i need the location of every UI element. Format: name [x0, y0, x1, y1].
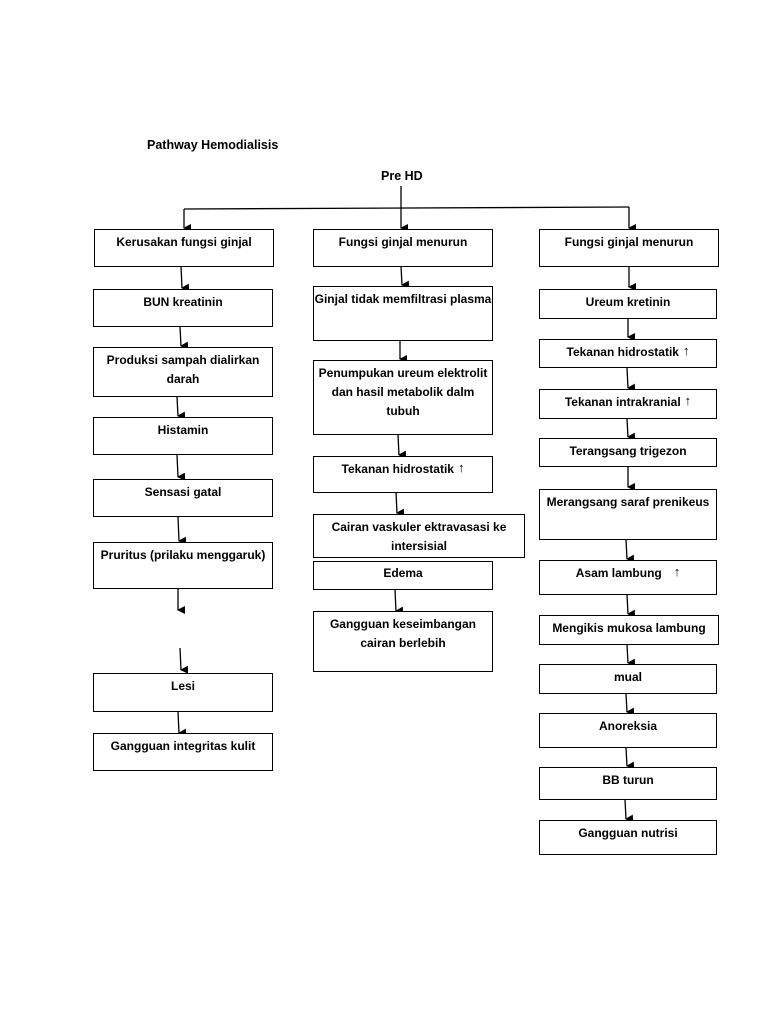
node-left-1: Kerusakan fungsi ginjal: [94, 229, 274, 267]
node-middle-1: Fungsi ginjal menurun: [313, 229, 493, 267]
arrow-left-6b: [179, 647, 189, 674]
arrow-left-1: [180, 265, 190, 292]
arrow-left-2: [179, 326, 189, 350]
node-right-3: Tekanan hidrostatik↑: [539, 339, 717, 368]
up-arrow-icon: ↑: [673, 564, 681, 579]
arrow-middle-6: [394, 589, 404, 615]
node-right-6: Merangsang saraf prenikeus: [539, 489, 717, 540]
arrow-right-9: [625, 693, 635, 716]
arrow-left-7: [177, 711, 187, 737]
up-arrow-icon: ↑: [682, 343, 690, 358]
arrow-middle-1: [400, 265, 410, 289]
arrow-middle-3: [397, 434, 407, 459]
node-middle-2: Ginjal tidak memfiltrasi plasma: [313, 286, 493, 341]
arrow-right-11: [624, 799, 634, 823]
arrow-left-5: [177, 516, 187, 545]
arrow-right-6: [625, 539, 635, 563]
node-middle-5: Cairan vaskuler ektravasasi ke intersisi…: [313, 514, 525, 558]
node-right-11: BB turun: [539, 767, 717, 800]
node-right-9: mual: [539, 664, 717, 694]
node-middle-3: Penumpukan ureum elektrolit dan hasil me…: [313, 360, 493, 435]
root-node-pre-hd: Pre HD: [381, 169, 423, 183]
node-right-5: Terangsang trigezon: [539, 438, 717, 467]
node-left-5: Sensasi gatal: [93, 479, 273, 517]
arrow-middle-4: [395, 491, 405, 517]
node-right-1: Fungsi ginjal menurun: [539, 229, 719, 267]
arrow-right-4: [626, 418, 636, 441]
node-right-4: Tekanan intrakranial↑: [539, 389, 717, 419]
node-left-4: Histamin: [93, 417, 273, 455]
arrow-left-4: [176, 454, 186, 481]
arrow-right-10: [625, 747, 635, 770]
node-left-7: Lesi: [93, 673, 273, 712]
node-right-7: Asam lambung↑: [539, 560, 717, 595]
diagram-title: Pathway Hemodialisis: [147, 138, 279, 152]
node-left-8: Gangguan integritas kulit: [93, 733, 273, 771]
up-arrow-icon: ↑: [684, 393, 692, 408]
node-middle-6: Edema: [313, 561, 493, 590]
arrow-right-8: [626, 644, 636, 667]
arrow-left-3: [176, 396, 186, 420]
root-horizontal-line: [183, 206, 630, 210]
node-left-3: Produksi sampah dialirkan darah: [93, 347, 273, 397]
node-middle-4: Tekanan hidrostatik↑: [313, 456, 493, 493]
arrow-right-3: [626, 367, 636, 392]
node-right-12: Gangguan nutrisi: [539, 820, 717, 855]
node-left-6: Pruritus (prilaku menggaruk): [93, 542, 273, 589]
node-left-2: BUN kreatinin: [93, 289, 273, 327]
node-right-10: Anoreksia: [539, 713, 717, 748]
arrow-right-7: [626, 594, 636, 618]
node-right-8: Mengikis mukosa lambung: [539, 615, 719, 645]
node-middle-7: Gangguan keseimbangan cairan berlebih: [313, 611, 493, 672]
node-right-2: Ureum kretinin: [539, 289, 717, 319]
up-arrow-icon: ↑: [457, 460, 465, 475]
